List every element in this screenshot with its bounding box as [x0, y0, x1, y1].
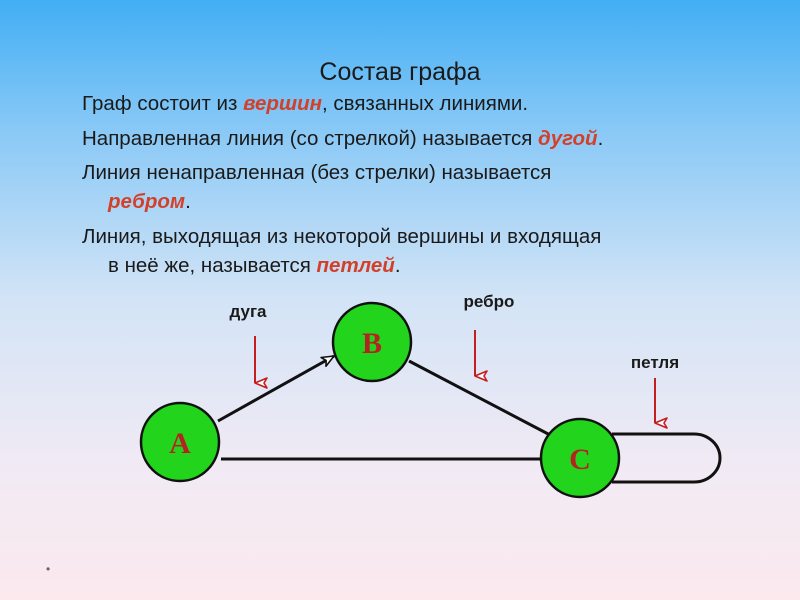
- paragraph-text: , связанных линиями.: [322, 92, 529, 115]
- node-b: B: [331, 301, 413, 383]
- footer-dot: •: [46, 562, 51, 576]
- paragraph-arc: Направленная линия (со стрелкой) называе…: [82, 124, 772, 153]
- node-a: A: [139, 401, 221, 483]
- node-a-circle: [139, 401, 221, 483]
- node-c: C: [539, 417, 621, 499]
- term-loop: петлей: [316, 254, 395, 277]
- node-c-circle: [539, 417, 621, 499]
- edge-b-to-c: [408, 359, 553, 438]
- paragraph-text: .: [185, 190, 191, 213]
- paragraph-text: .: [394, 254, 401, 277]
- paragraph-continuation: в неё же, называется петлей.: [82, 251, 772, 280]
- callout-arc-label: дуга: [230, 302, 268, 321]
- callout-edge-label: ребро: [464, 292, 515, 311]
- paragraph-vertices: Граф состоит из вершин, связанных линиям…: [82, 89, 772, 118]
- paragraph-continuation: ребром.: [82, 187, 772, 216]
- paragraph-text: Линия ненаправленная (без стрелки) назыв…: [82, 161, 552, 184]
- paragraph-loop: Линия, выходящая из некоторой вершины и …: [82, 222, 772, 280]
- loop-c: [612, 432, 722, 484]
- paragraph-text: Направленная линия (со стрелкой) называе…: [82, 127, 539, 150]
- term-arc: дугой: [538, 127, 598, 150]
- paragraph-text: Граф состоит из: [82, 92, 244, 115]
- node-b-label: B: [362, 327, 382, 360]
- node-a-label: A: [169, 427, 191, 460]
- paragraph-text: .: [597, 127, 604, 150]
- term-edge: ребром: [108, 190, 186, 213]
- paragraph-edge: Линия ненаправленная (без стрелки) назыв…: [82, 158, 772, 216]
- paragraph-text: в неё же, называется: [108, 254, 317, 277]
- node-c-label: C: [569, 443, 591, 476]
- paragraph-text: Линия, выходящая из некоторой вершины и …: [82, 225, 602, 248]
- node-b-circle: [331, 301, 413, 383]
- term-vertices: вершин: [243, 92, 323, 115]
- slide-title: Состав графа: [319, 58, 481, 86]
- arc-a-to-b: [217, 354, 335, 423]
- callout-loop-label: петля: [631, 353, 679, 372]
